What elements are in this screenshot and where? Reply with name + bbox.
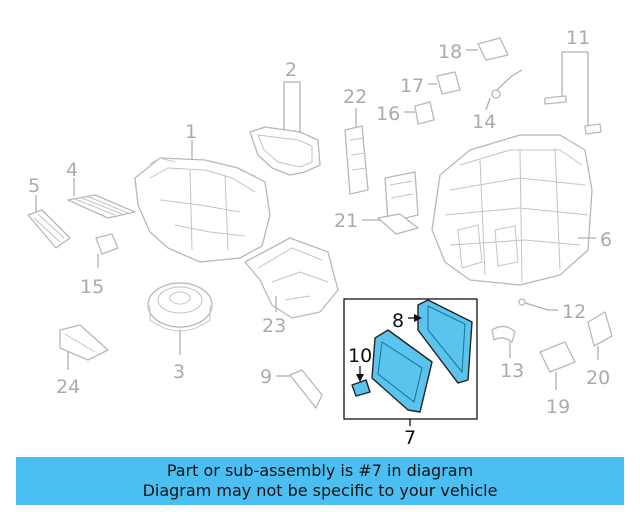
callout-17: 17	[400, 75, 424, 97]
callout-2: 2	[285, 59, 297, 81]
callout-20: 20	[586, 367, 610, 389]
part-7-evaporator	[371, 329, 433, 413]
callout-4: 4	[66, 159, 78, 181]
part-9-gasket: 9	[260, 366, 323, 409]
part-14-hose: 14	[472, 69, 523, 133]
part-8-evaporator-core	[417, 299, 473, 384]
callout-3: 3	[173, 361, 185, 383]
callout-18: 18	[438, 41, 462, 63]
info-banner: Part or sub-assembly is #7 in diagram Di…	[16, 457, 624, 505]
banner-line-1: Part or sub-assembly is #7 in diagram	[166, 461, 474, 480]
callout-23: 23	[262, 315, 286, 337]
callout-5: 5	[28, 175, 40, 197]
parts-diagram: 1 2 3 4 5 15	[27, 27, 613, 449]
callout-6: 6	[600, 229, 612, 251]
part-4-cabin-filter: 4	[66, 159, 136, 219]
part-10-expansion-valve	[351, 379, 371, 397]
part-21-bracket: 21	[334, 171, 419, 235]
callout-12: 12	[562, 301, 586, 323]
part-20-actuator: 20	[586, 311, 613, 389]
callout-22: 22	[343, 86, 367, 108]
callout-14: 14	[472, 111, 496, 133]
banner-line-2: Diagram may not be specific to your vehi…	[142, 481, 498, 500]
callout-21: 21	[334, 210, 358, 232]
callout-1: 1	[185, 121, 197, 143]
callout-11: 11	[566, 27, 590, 49]
callout-13: 13	[500, 360, 524, 382]
callout-8: 8	[392, 310, 404, 332]
part-24-module: 24	[56, 324, 109, 398]
callout-15: 15	[80, 276, 104, 298]
part-2-seal: 2	[249, 59, 321, 176]
part-15-actuator: 15	[80, 233, 119, 298]
part-3-blower-motor: 3	[147, 282, 213, 383]
part-16-sensor: 16	[376, 101, 435, 125]
part-11-fasteners: 11	[544, 27, 602, 135]
part-1-hvac-housing: 1	[134, 121, 271, 263]
callout-19: 19	[546, 396, 570, 418]
callout-10: 10	[348, 345, 372, 367]
part-7-evaporator-inset: 8 10 7	[343, 298, 478, 449]
callout-9: 9	[260, 366, 272, 388]
callout-16: 16	[376, 103, 400, 125]
part-19-actuator: 19	[539, 341, 576, 418]
part-18-motor: 18	[438, 37, 509, 63]
callout-24: 24	[56, 376, 80, 398]
part-12-sensor: 12	[518, 298, 586, 323]
part-23-lower-housing: 23	[244, 237, 339, 337]
part-6-hvac-assembly: 6	[431, 134, 612, 286]
part-13-hose: 13	[491, 325, 524, 382]
part-5-filter-frame: 5	[27, 175, 71, 249]
part-22-heater-core: 22	[343, 86, 369, 195]
part-17-actuator: 17	[400, 71, 461, 97]
callout-7: 7	[404, 427, 416, 449]
